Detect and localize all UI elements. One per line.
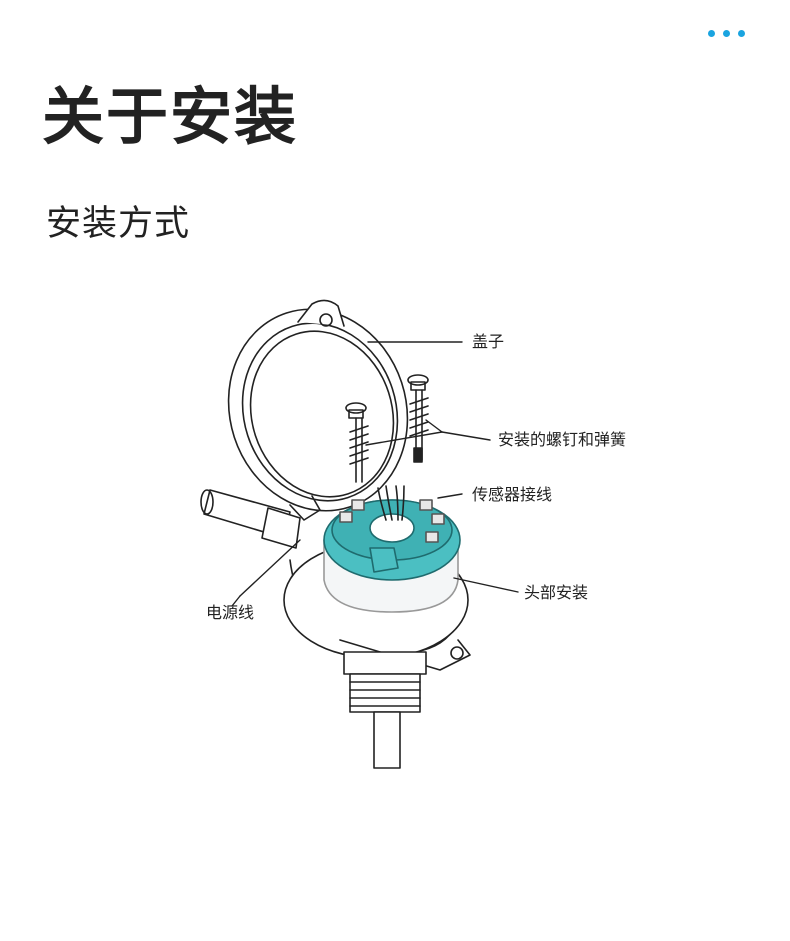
screw-left — [345, 402, 369, 483]
label-head-mount: 头部安装 — [524, 583, 589, 602]
more-dots-icon[interactable] — [708, 30, 745, 37]
cable-gland — [200, 489, 301, 549]
section-subtitle: 安装方式 — [46, 204, 191, 244]
dot — [723, 30, 730, 37]
label-cover: 盖子 — [472, 332, 505, 351]
transmitter-module — [323, 485, 461, 613]
dot — [738, 30, 745, 37]
leader-lines — [231, 341, 519, 607]
dot — [708, 30, 715, 37]
label-power-cable: 电源线 — [206, 603, 255, 622]
page-title: 关于安装 — [42, 80, 299, 153]
label-screws-springs: 安装的螺钉和弹簧 — [498, 430, 627, 449]
screw-right — [407, 374, 429, 463]
label-sensor-wiring: 传感器接线 — [472, 485, 553, 504]
